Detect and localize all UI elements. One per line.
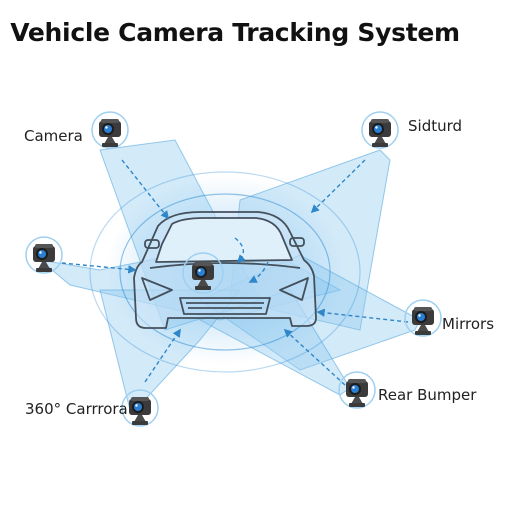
arrow-right	[316, 308, 409, 323]
arrow-top-right	[310, 159, 366, 214]
camera-icon-top-right	[361, 111, 399, 149]
camera-icon-top-left	[91, 111, 129, 149]
tracking-arrows	[61, 159, 409, 386]
arrow-left	[61, 262, 137, 274]
car-outline	[133, 211, 317, 329]
arrow-center-top	[234, 237, 246, 264]
label-camera-top-right: Sidturd	[408, 117, 462, 135]
camera-icon-right	[404, 299, 442, 337]
label-camera-top-left: Camera	[24, 127, 83, 145]
tracking-rings	[89, 171, 361, 373]
camera-icon-center	[182, 252, 224, 294]
camera-icon-bottom-right	[338, 371, 376, 409]
arrow-top-left	[121, 159, 170, 220]
arrow-center-right	[248, 261, 269, 283]
label-camera-bottom-left: 360° Carrrora	[25, 400, 128, 418]
label-camera-bottom-right: Rear Bumper	[378, 386, 477, 404]
camera-icon-left	[25, 236, 63, 274]
page-title: Vehicle Camera Tracking System	[10, 18, 460, 47]
camera-icon-bottom-left	[121, 389, 159, 427]
arrow-bottom-left	[144, 328, 181, 383]
label-camera-right: Mirrors	[442, 315, 494, 333]
